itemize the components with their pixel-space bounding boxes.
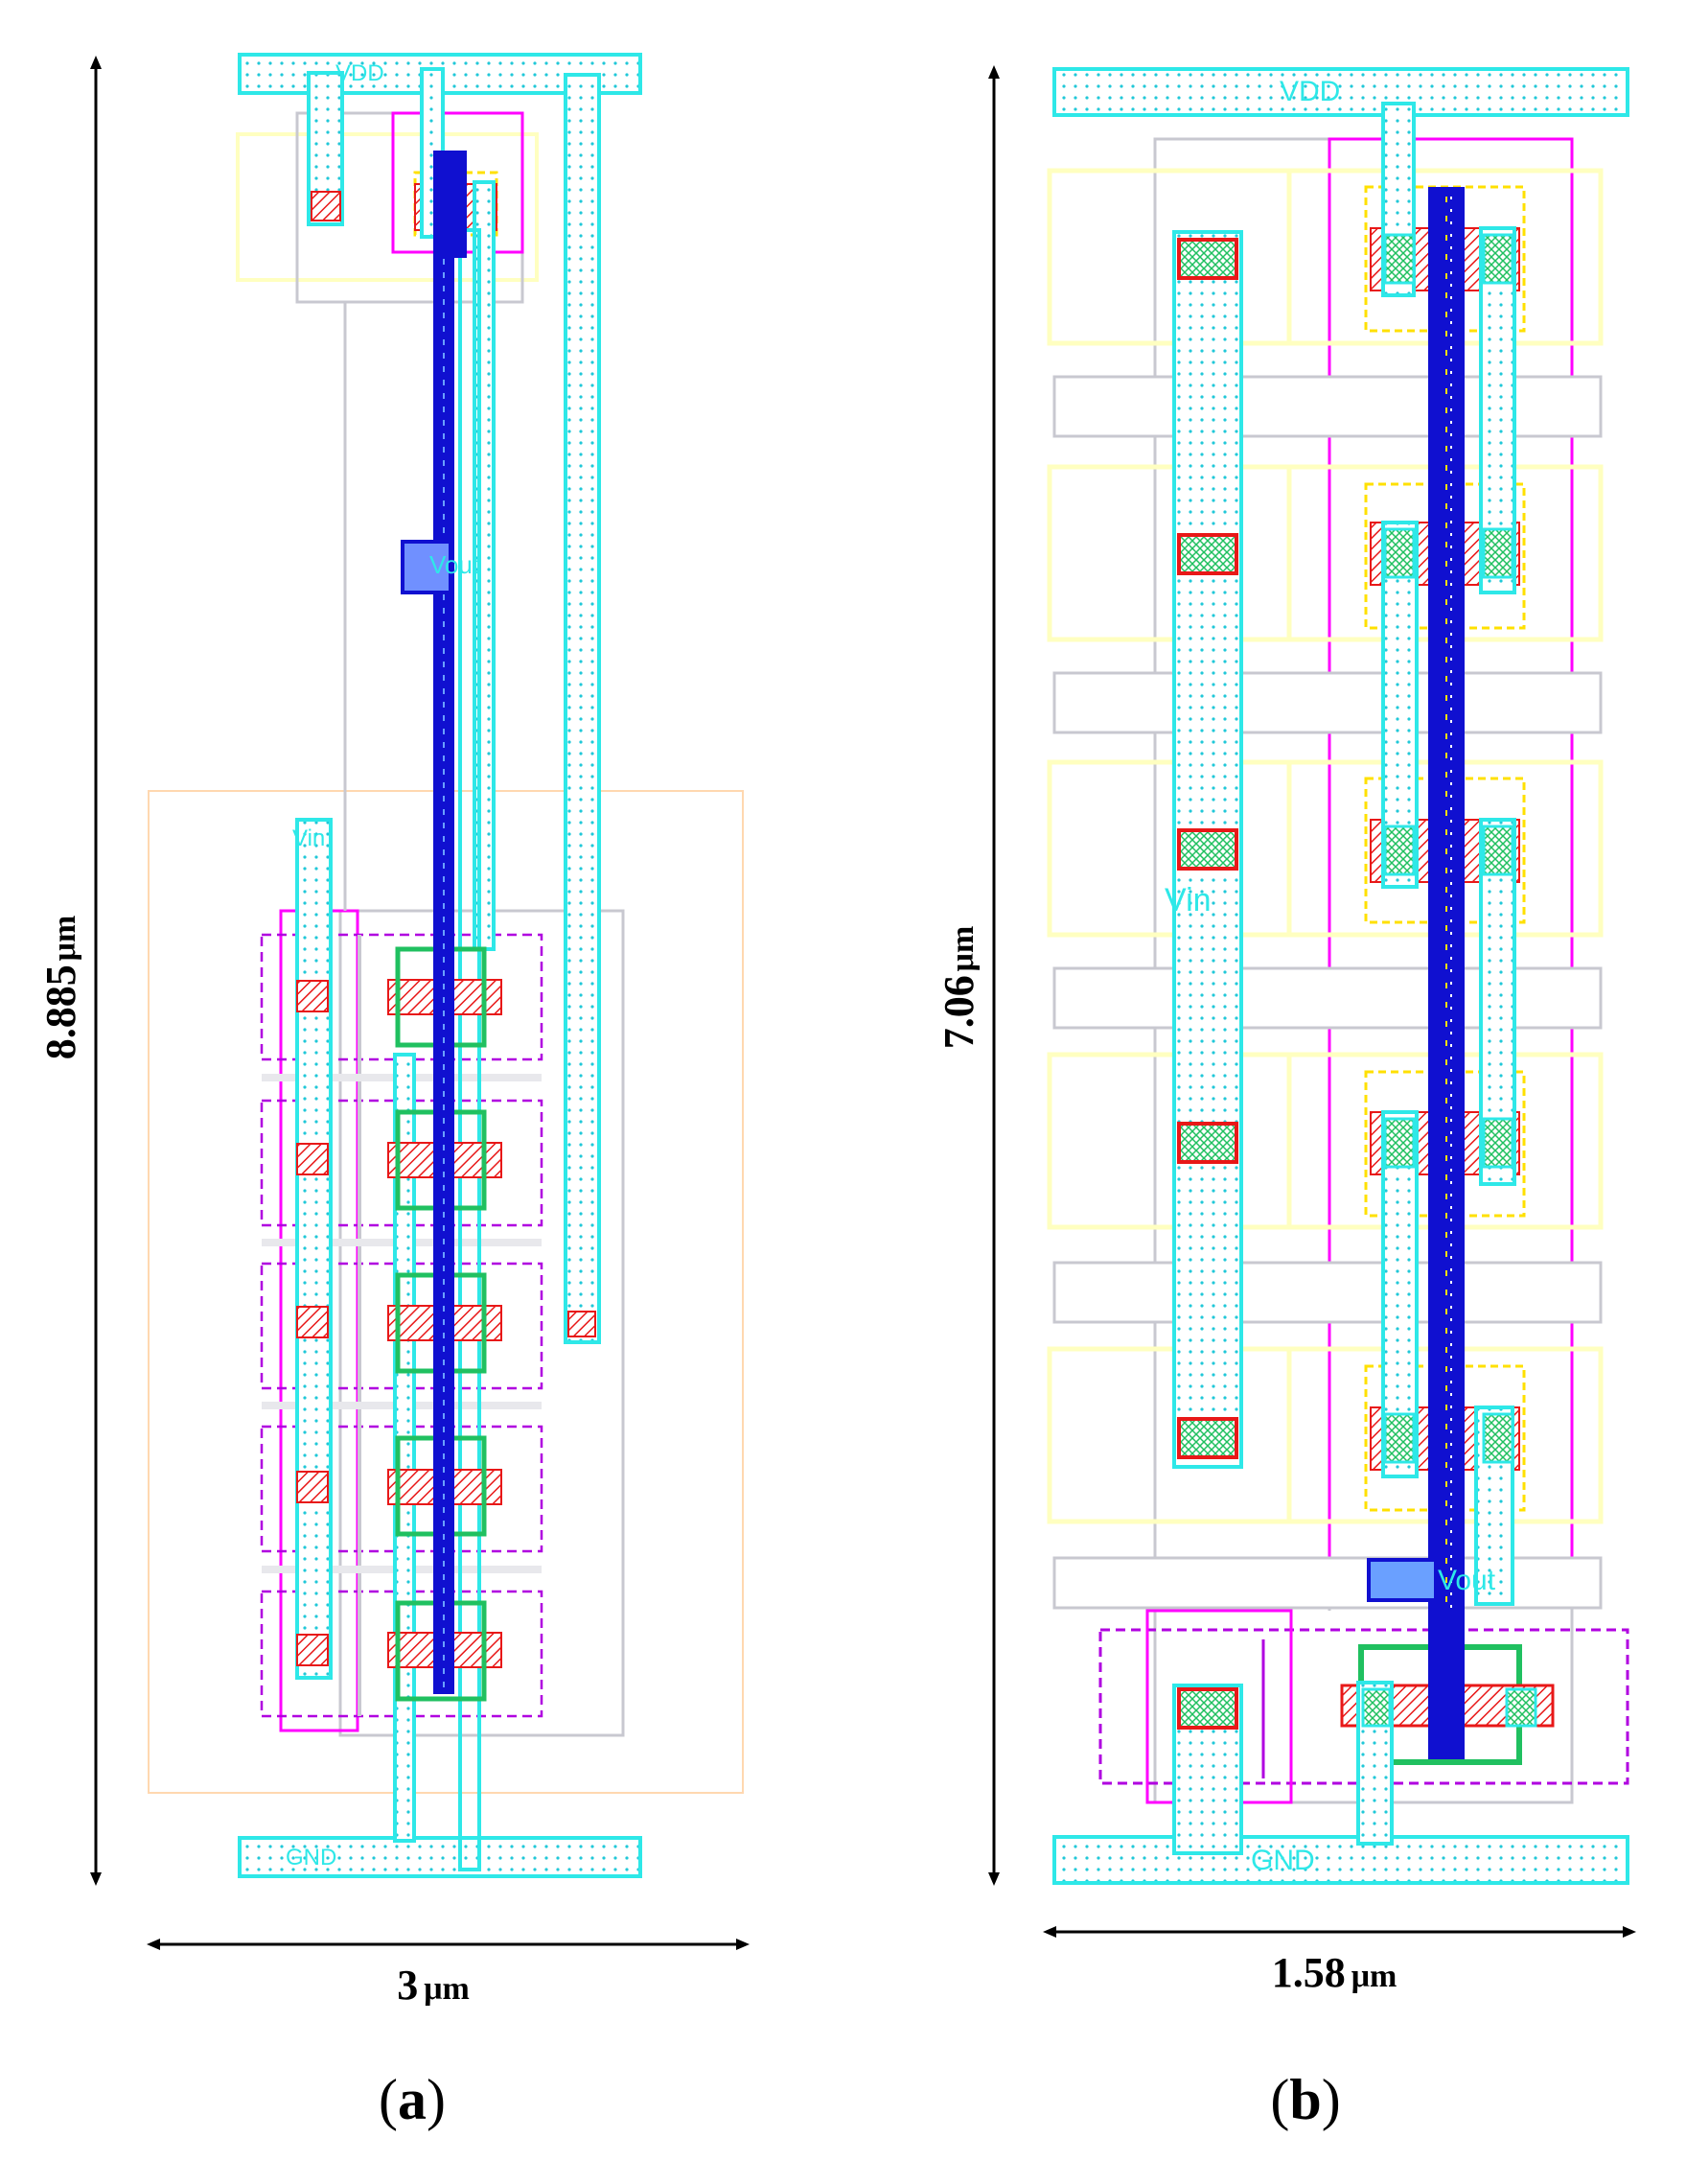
- vdd-rail-b: [1052, 67, 1629, 117]
- pmos-active-region: [236, 132, 539, 282]
- gnd-rail-a: [238, 1836, 642, 1878]
- poly-fingers-b: [1052, 375, 1603, 1610]
- panel-b-height-label: 7.06μm: [935, 926, 982, 1050]
- panel-a-caption: (a): [379, 2068, 446, 2131]
- panel-a-height-label: 8.885μm: [37, 916, 84, 1060]
- vout-label-b: Vout: [1438, 1565, 1496, 1596]
- vout-label-a: Vout: [429, 550, 480, 579]
- gnd-label-b: GND: [1251, 1845, 1315, 1876]
- gnd-rail-b: [1052, 1835, 1629, 1885]
- vout-pin-b: [1367, 1558, 1438, 1602]
- vdd-label-b: VDD: [1280, 76, 1340, 107]
- gnd-label-a: GND: [286, 1845, 336, 1870]
- vin-label-b: Vin: [1165, 882, 1212, 918]
- vin-label-a: Vin: [292, 825, 325, 851]
- xcontacts-right-b: [1383, 233, 1514, 1464]
- vdd-drop-metal-a: [564, 73, 601, 1344]
- vin-contacts-b: [1177, 238, 1238, 1459]
- vin-metal-a: [295, 818, 333, 1680]
- panel-b-caption: (b): [1270, 2068, 1340, 2131]
- vout-pin-a: [401, 540, 452, 594]
